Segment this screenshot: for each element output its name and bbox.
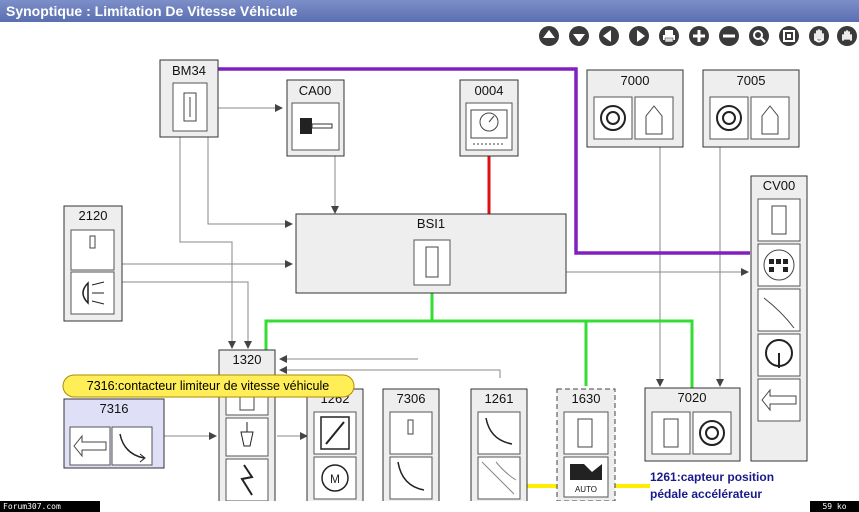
right-arrow-icon [629,26,649,46]
throttle-valve-icon [320,416,350,450]
component-1630[interactable]: 1630 AUTO [556,388,616,501]
switch-icon [407,419,414,435]
note-1261: 1261:capteur position pédale accélérateu… [650,470,774,501]
cv00-label: CV00 [763,178,796,193]
house-shape-icon [761,105,779,135]
component-1261[interactable]: 1261 [470,388,528,501]
2120-label: 2120 [79,208,108,223]
ca00-label: CA00 [299,83,332,98]
left-arrow-icon [599,26,619,46]
component-2120[interactable]: 2120 [63,205,123,322]
7000-label: 7000 [621,73,650,88]
pedal-curve-icon [485,417,513,445]
bm34-label: BM34 [172,63,206,78]
hand-pan-icon [809,26,829,46]
left-arrow-button[interactable] [598,25,620,47]
hand-pan-button[interactable] [808,25,830,47]
magnifier-icon [749,26,769,46]
purple-wire [218,67,750,255]
component-7020[interactable]: 7020 [644,387,741,462]
zoom-out-icon [719,26,739,46]
chip-icon [771,205,787,235]
gearbox-icon [570,464,602,480]
switch-grid-icon [763,249,795,281]
1261-label: 1261 [485,391,514,406]
synoptic-diagram: BM34 CA00 0004 7000 7005 CV00 [62,59,808,501]
switch-icon [89,235,96,249]
abs-wheel-icon [600,105,626,131]
tooltip-7316: 7316:contacteur limiteur de vitesse véhi… [62,374,355,398]
status-left-text: Forum307.com [0,501,100,512]
spark-icon [240,464,254,496]
chip-icon [425,246,439,278]
fit-screen-icon [779,26,799,46]
sensor-curve-icon [481,461,517,495]
zoom-in-icon [689,26,709,46]
component-cv00[interactable]: CV00 [750,175,808,462]
down-arrow-button[interactable] [568,25,590,47]
0004-label: 0004 [475,83,504,98]
abs-wheel-icon [716,105,742,131]
curve-arrow-icon [397,461,425,491]
instrument-panel-icon [470,109,508,145]
curve-sensor-icon [763,297,795,329]
print-button[interactable] [658,25,680,47]
motor-icon: M [321,464,349,492]
hand-grab-icon [837,26,857,46]
magnifier-button[interactable] [748,25,770,47]
right-arrow-button[interactable] [628,25,650,47]
1630-label: 1630 [572,391,601,406]
auto-label: AUTO [575,485,597,494]
green-wires [264,293,694,388]
7020-label: 7020 [678,390,707,405]
7306-label: 7306 [397,391,426,406]
car-arrow-icon [761,388,797,412]
component-7000[interactable]: 7000 [586,69,684,148]
svg-text:M: M [330,472,340,486]
up-arrow-icon [539,26,559,46]
component-bsi1[interactable]: BSI1 [295,213,567,294]
abs-wheel-icon [699,420,725,446]
steering-wheel-icon [765,339,793,368]
component-1320[interactable]: 1320 [218,349,276,501]
zoom-in-button[interactable] [688,25,710,47]
component-bm34[interactable]: BM34 [159,59,219,138]
svg-text:pédale accélérateur: pédale accélérateur [650,487,762,501]
print-icon [659,26,679,46]
component-7005[interactable]: 7005 [702,69,800,148]
up-arrow-button[interactable] [538,25,560,47]
zoom-out-button[interactable] [718,25,740,47]
component-7306[interactable]: 7306 [382,388,440,501]
svg-text:7316:contacteur limiteur de vi: 7316:contacteur limiteur de vitesse véhi… [87,379,330,393]
7005-label: 7005 [737,73,766,88]
window-title: Synoptique : Limitation De Vitesse Véhic… [0,0,859,22]
component-1262[interactable]: 1262 M [306,388,364,501]
component-0004[interactable]: 0004 [459,79,519,157]
injector-icon [240,422,254,447]
gray-wires [113,104,749,440]
headlight-icon [82,281,105,305]
1320-label: 1320 [233,352,262,367]
status-file-size: 59 ko [810,501,859,512]
component-7316[interactable]: 7316 [63,398,165,469]
curve-arrow-icon [119,433,146,463]
relay-icon [183,92,197,122]
chip-icon [577,418,593,448]
component-ca00[interactable]: CA00 [286,79,345,157]
status-bar: Forum307.com 59 ko [0,501,859,512]
svg-text:1261:capteur position: 1261:capteur position [650,470,774,484]
fit-screen-button[interactable] [778,25,800,47]
hand-grab-button[interactable] [836,25,858,47]
bsi1-label: BSI1 [417,216,445,231]
ignition-key-icon [300,118,333,134]
house-shape-icon [645,105,663,135]
7316-label: 7316 [100,401,129,416]
toolbar [0,22,859,50]
car-arrow-icon [73,434,107,458]
down-arrow-icon [569,26,589,46]
chip-icon [663,418,679,448]
